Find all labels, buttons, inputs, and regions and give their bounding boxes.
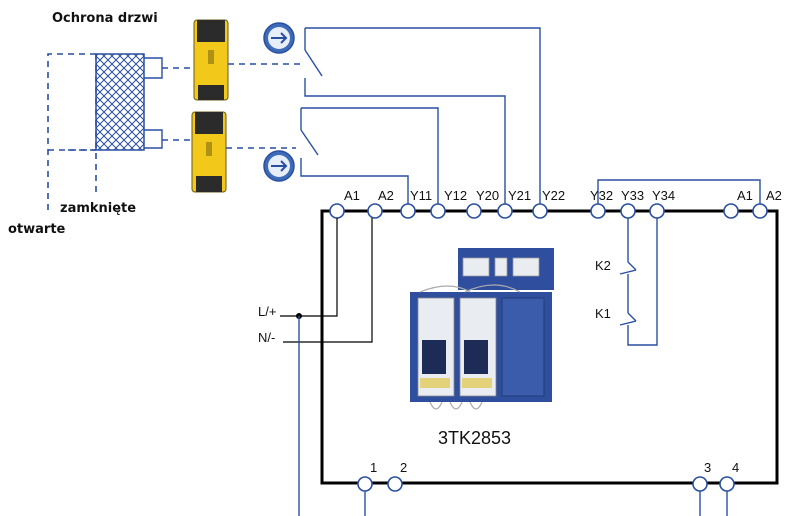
door-contact-wiring xyxy=(300,27,541,208)
terminal-label: 4 xyxy=(732,460,739,475)
terminal-label: 2 xyxy=(400,460,407,475)
terminal-label: A2 xyxy=(378,188,394,203)
open-label: otwarte xyxy=(8,222,66,237)
terminal-label: 1 xyxy=(370,460,377,475)
terminal-label: Y11 xyxy=(410,188,432,203)
terminal-label: Y33 xyxy=(621,188,644,203)
feedback-loop: K2 K1 xyxy=(595,218,658,346)
door-switch-icon xyxy=(193,19,229,101)
terminal-label: A2 xyxy=(766,188,782,203)
terminal-label: A1 xyxy=(344,188,360,203)
supply-plus-label: L/+ xyxy=(258,304,276,319)
closed-label: zamknięte xyxy=(60,201,136,216)
terminal-label: Y32 xyxy=(590,188,613,203)
arrow-right-icon xyxy=(263,150,295,182)
door-switch-icon xyxy=(191,111,227,193)
door-mesh xyxy=(95,53,145,151)
bottom-terminals: 1 2 3 4 xyxy=(357,460,739,516)
terminal-label: Y34 xyxy=(652,188,675,203)
terminal-label: A1 xyxy=(737,188,753,203)
relay-k1-label: K1 xyxy=(595,306,611,321)
relay-k2-label: K2 xyxy=(595,258,611,273)
arrow-right-icon xyxy=(263,22,295,54)
top-terminals xyxy=(329,203,768,219)
door-guard xyxy=(47,53,192,210)
door-guard-label: Ochrona drzwi xyxy=(52,11,158,26)
terminal-label: Y20 xyxy=(476,188,499,203)
terminal-label: Y22 xyxy=(542,188,565,203)
device-model-label: 3TK2853 xyxy=(438,428,511,448)
safety-relay-icon: 3TK2853 xyxy=(410,248,554,448)
door-outline-dashed xyxy=(47,53,96,210)
terminal-label: Y21 xyxy=(508,188,531,203)
top-terminal-labels: A1 A2 Y11 Y12 Y20 Y21 Y22 Y32 Y33 Y34 A1… xyxy=(344,188,782,203)
terminal-label: 3 xyxy=(704,460,711,475)
supply-wiring: L/+ N/- xyxy=(258,218,373,516)
supply-minus-label: N/- xyxy=(258,330,275,345)
terminal-label: Y12 xyxy=(444,188,467,203)
safety-relay-housing xyxy=(320,209,779,485)
